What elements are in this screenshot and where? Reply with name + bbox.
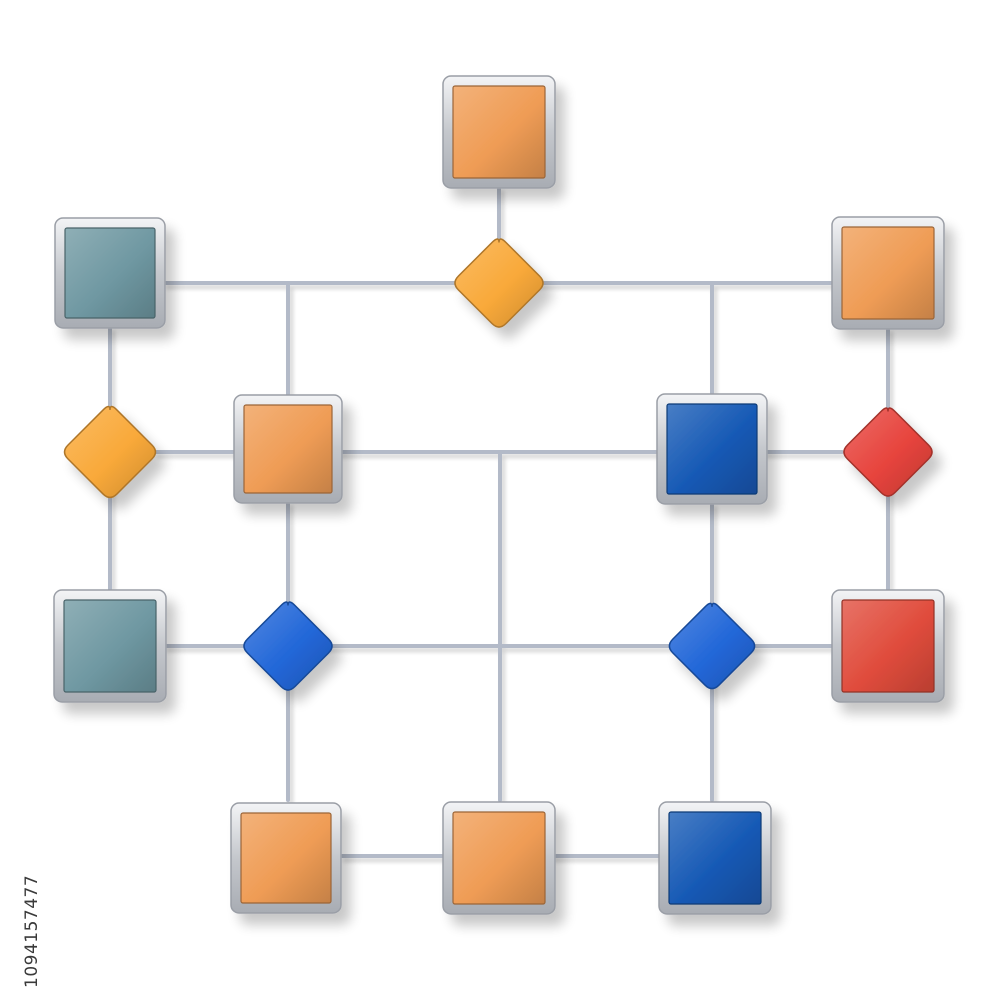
node-fill — [841, 226, 935, 320]
lower-left-square-box[interactable] — [53, 589, 167, 703]
node-fill — [240, 812, 332, 904]
node-diamond-shape — [454, 238, 544, 328]
node-fill — [64, 227, 156, 319]
node-diamond-shape — [668, 602, 756, 690]
mid-right-square-box[interactable] — [656, 393, 768, 505]
bottom-right-square-box[interactable] — [658, 801, 772, 915]
node-fill — [841, 599, 935, 693]
node-fill — [666, 403, 758, 495]
mid-left-square-box[interactable] — [233, 394, 343, 504]
node-diamond-shape — [843, 407, 933, 497]
left-decision-diamond[interactable] — [63, 405, 157, 499]
bottom-left-square-box[interactable] — [230, 802, 342, 914]
stock-id-watermark: 1094157477 — [22, 874, 42, 988]
node-diamond-shape — [243, 601, 333, 691]
node-diamond-shape — [63, 405, 157, 499]
upper-right-square-box[interactable] — [831, 216, 945, 330]
node-fill — [243, 404, 333, 494]
node-fill — [452, 85, 546, 179]
node-fill — [668, 811, 762, 905]
node-fill — [63, 599, 157, 693]
lower-right-decision-diamond[interactable] — [668, 602, 756, 690]
bottom-center-square-box[interactable] — [442, 801, 556, 915]
top-decision-diamond[interactable] — [454, 238, 544, 328]
node-fill — [452, 811, 546, 905]
upper-left-square-box[interactable] — [54, 217, 166, 329]
right-decision-diamond[interactable] — [843, 407, 933, 497]
lower-right-square-box[interactable] — [831, 589, 945, 703]
lower-left-decision-diamond[interactable] — [243, 601, 333, 691]
top-square-box[interactable] — [442, 75, 556, 189]
